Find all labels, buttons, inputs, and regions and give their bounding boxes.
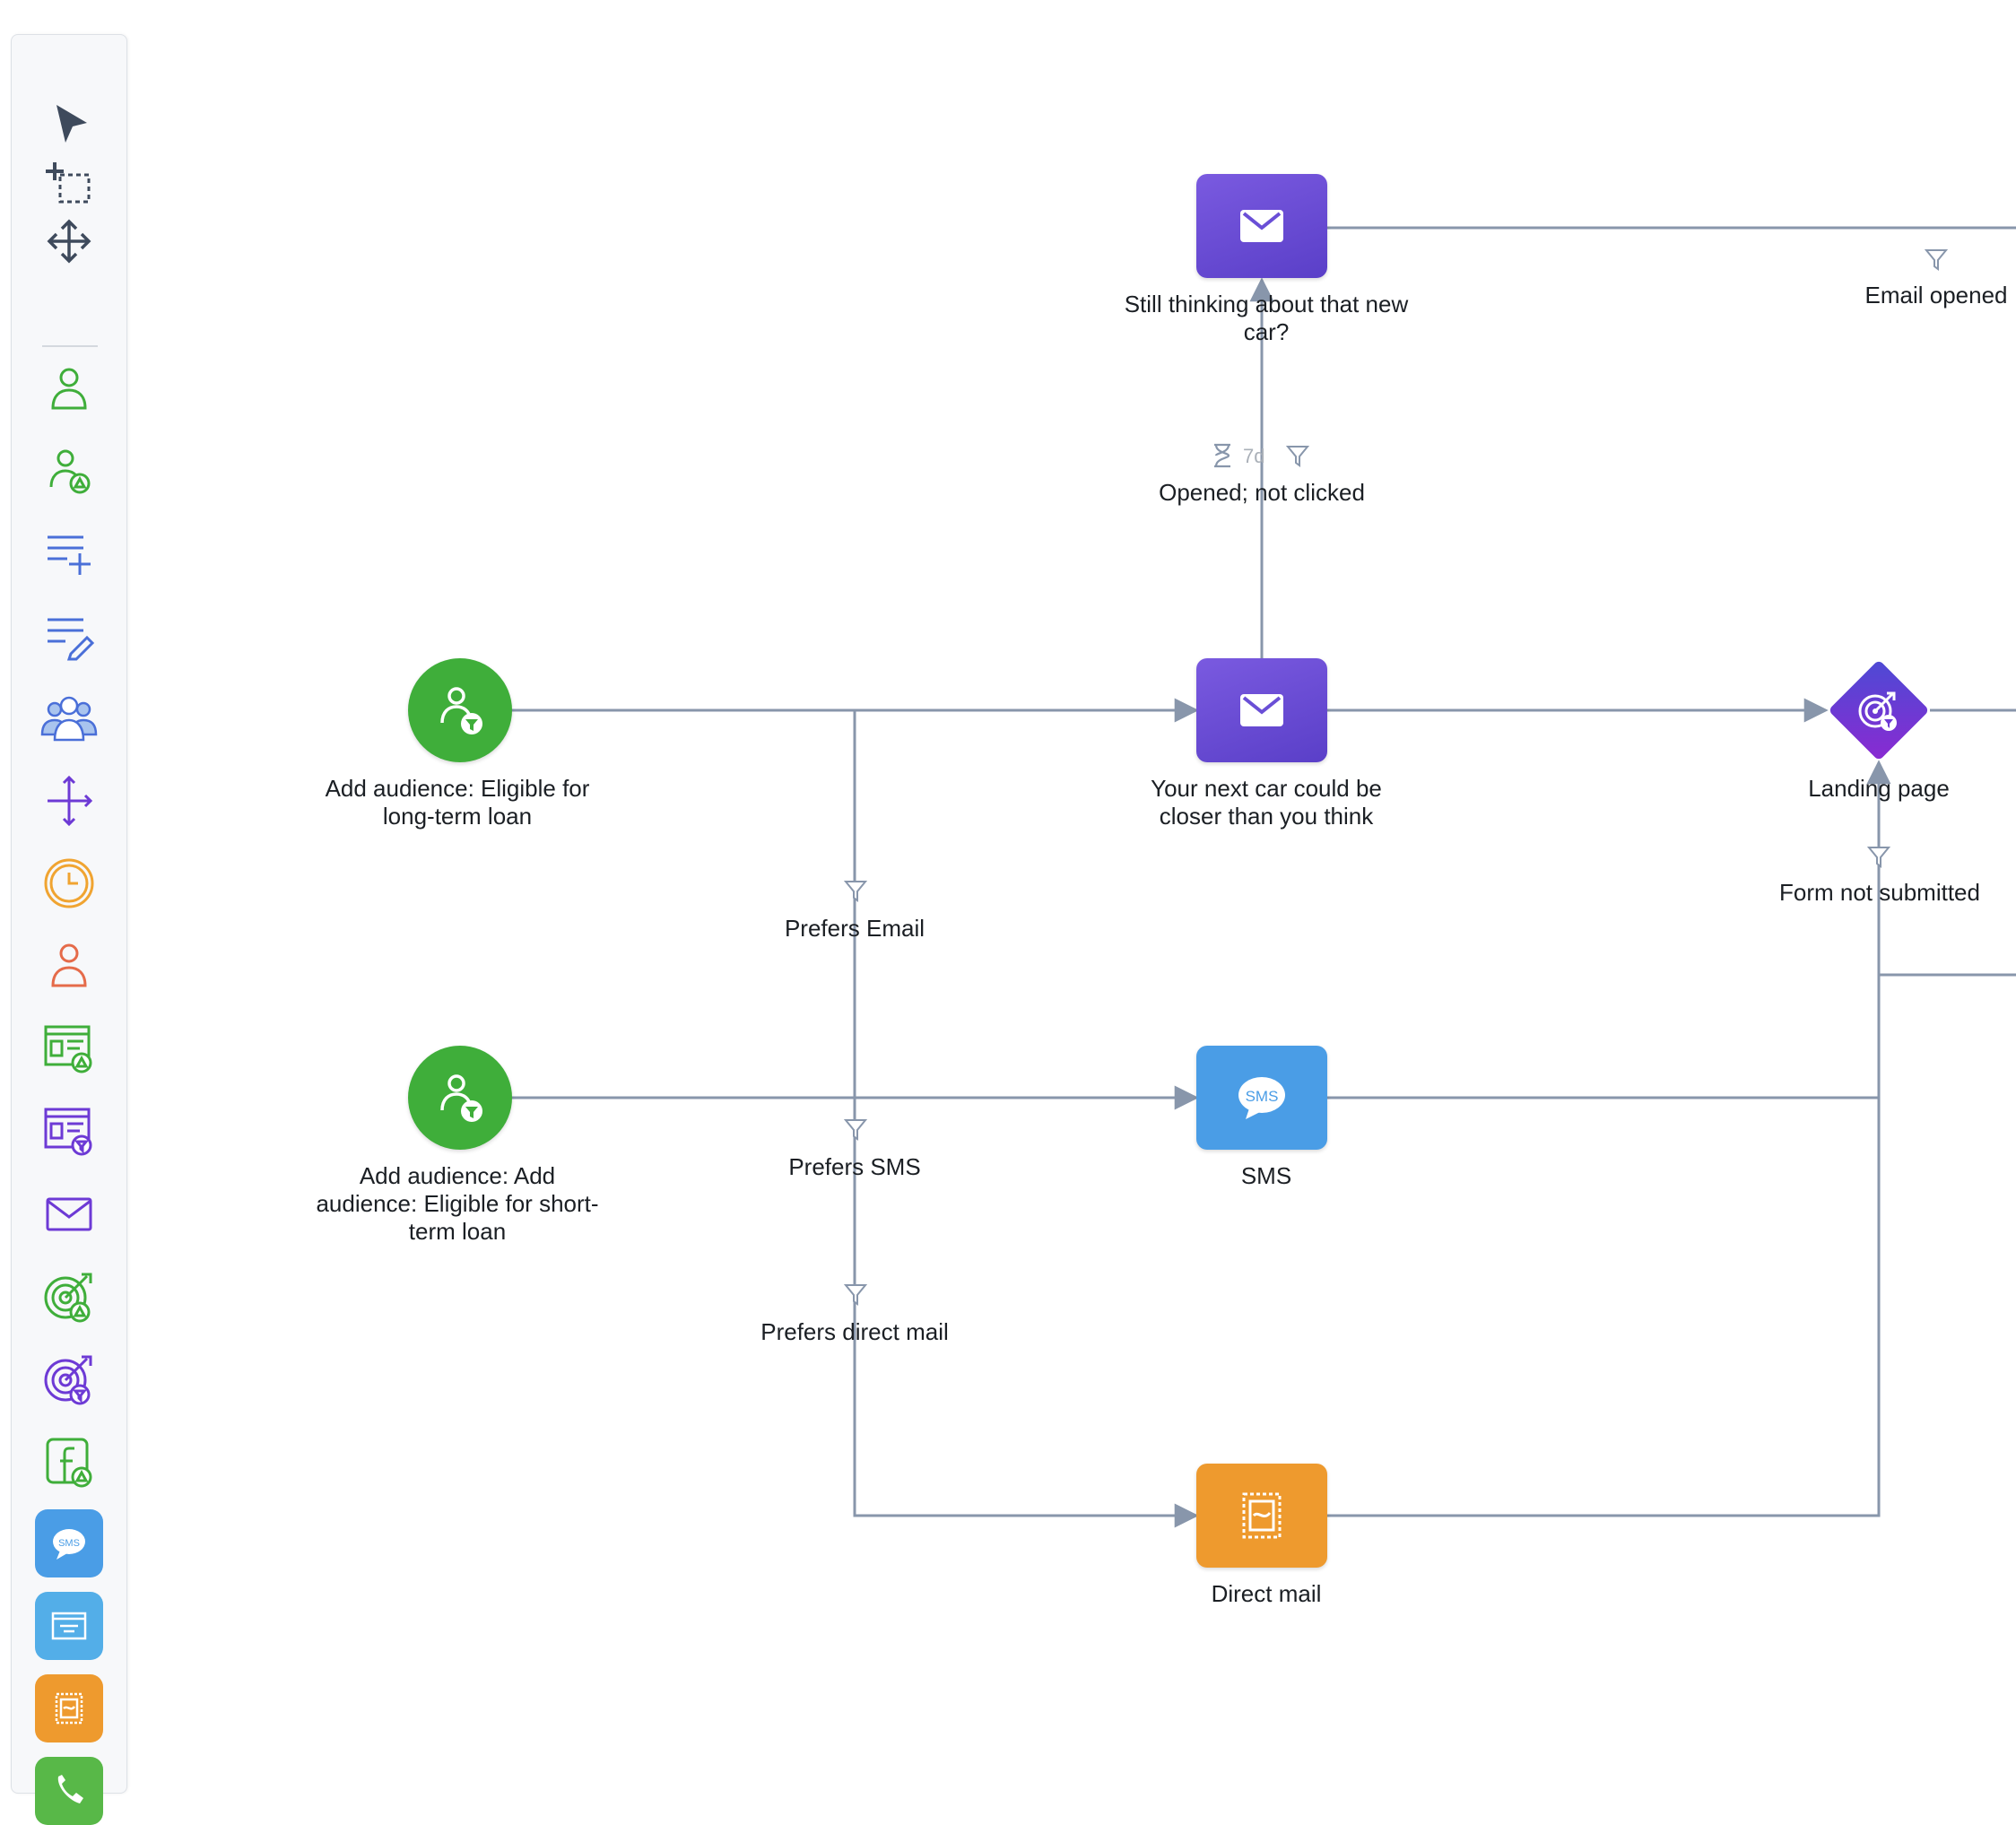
target-filter-icon[interactable] [35, 1344, 103, 1412]
delay-duration: 7d [1243, 445, 1265, 467]
journey-designer: SMS [11, 0, 2016, 1825]
landing-page-label: Landing page [1808, 775, 1950, 802]
email-next-car-label: Your next car could be closer than you t… [1151, 775, 1382, 830]
phone-tile-icon[interactable] [35, 1757, 103, 1825]
landing-page-node[interactable] [1828, 659, 1930, 761]
facebook-audience-icon[interactable] [35, 1427, 103, 1495]
group-people-icon[interactable] [35, 684, 103, 752]
target-filter-icon [1858, 691, 1897, 731]
audience-person-icon[interactable] [35, 354, 103, 422]
stamp-icon [1242, 1492, 1282, 1539]
condition-form-not-submitted[interactable]: Form not submitted [1779, 879, 1980, 906]
filter-icon[interactable] [1865, 843, 1892, 870]
condition-prefers-email[interactable]: Prefers Email [784, 915, 925, 942]
web-page-tile-icon[interactable] [35, 1592, 103, 1660]
target-add-icon[interactable] [35, 1262, 103, 1330]
sms-node[interactable]: SMS [1196, 1046, 1327, 1150]
connector-lines [511, 226, 2016, 1528]
wait-clock-icon[interactable] [35, 849, 103, 917]
svg-text:SMS: SMS [58, 1538, 80, 1549]
split-path-icon[interactable] [35, 767, 103, 835]
email-still-thinking-node[interactable] [1196, 174, 1327, 278]
pointer-select-icon[interactable] [35, 91, 103, 159]
condition-email-opened[interactable]: Email opened [1864, 282, 2008, 309]
condition-prefers-sms[interactable]: Prefers SMS [788, 1153, 921, 1180]
sms-label: SMS [1240, 1162, 1292, 1189]
add-list-icon[interactable] [35, 519, 103, 587]
envelope-icon [1240, 210, 1283, 242]
add-audience-icon[interactable] [35, 437, 103, 505]
audience-long-term-label: Add audience: Eligible for long-term loa… [325, 775, 590, 830]
connector-branch-to-direct-mail [853, 710, 1199, 1528]
envelope-icon [1240, 694, 1283, 726]
filter-icon[interactable] [1923, 246, 1950, 273]
direct-mail-tile-icon[interactable] [35, 1674, 103, 1742]
audience-filter-icon [440, 1074, 482, 1122]
audience-long-term-node[interactable] [408, 658, 512, 762]
svg-text:SMS: SMS [1246, 1088, 1279, 1105]
hourglass-icon [1209, 442, 1236, 469]
tool-palette: SMS [11, 34, 127, 1825]
filter-icon[interactable] [842, 877, 869, 904]
email-next-car-node[interactable] [1196, 658, 1327, 762]
audience-short-term-node[interactable] [408, 1046, 512, 1150]
condition-opened-not-clicked[interactable]: Opened; not clicked [1159, 479, 1365, 506]
connector-direct-mail-right [1327, 760, 1891, 1517]
sms-bubble-icon: SMS [1238, 1077, 1285, 1119]
condition-prefers-direct-mail[interactable]: Prefers direct mail [760, 1318, 949, 1345]
filter-icon[interactable] [842, 1281, 869, 1308]
email-outline-icon[interactable] [35, 1179, 103, 1247]
filter-icon[interactable] [842, 1116, 869, 1143]
filter-icon[interactable] [1284, 442, 1311, 469]
web-form-add-icon[interactable] [35, 1014, 103, 1082]
web-form-filter-icon[interactable] [35, 1097, 103, 1165]
direct-mail-label: Direct mail [1211, 1580, 1322, 1607]
sms-tile-icon[interactable]: SMS [35, 1509, 103, 1577]
journey-canvas[interactable]: Add audience: Eligible for long-term loa… [135, 0, 2016, 1769]
direct-mail-node[interactable] [1196, 1464, 1327, 1568]
person-orange-icon[interactable] [35, 932, 103, 1000]
add-selection-box-icon[interactable] [35, 150, 103, 218]
email-still-thinking-label: Still thinking about that new car? [1124, 291, 1409, 345]
palette-divider [42, 345, 98, 347]
pan-move-icon[interactable] [35, 207, 103, 275]
audience-filter-icon [440, 687, 482, 734]
audience-short-term-label: Add audience: Add audience: Eligible for… [316, 1162, 599, 1245]
edit-list-icon[interactable] [35, 602, 103, 670]
